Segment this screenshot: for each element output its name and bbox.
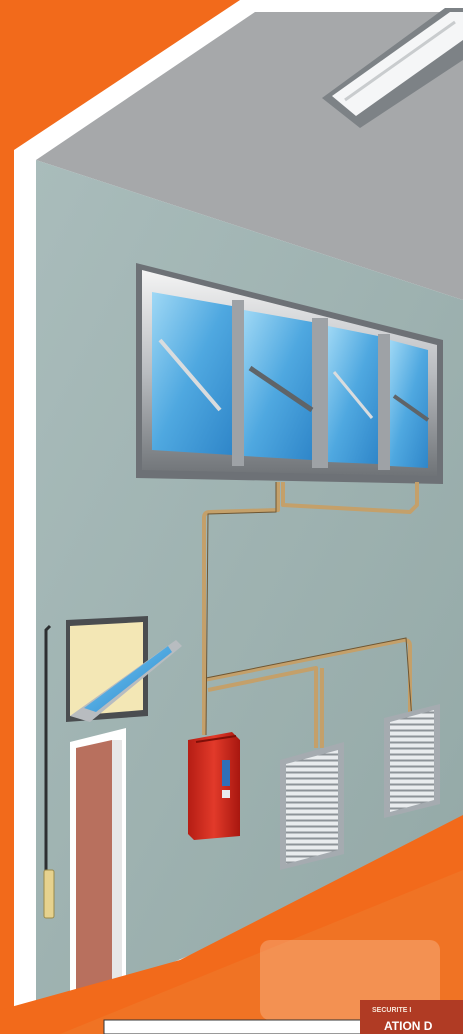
window-pane [390,340,428,468]
window-pane [152,292,232,455]
ventilation-grille-left [280,742,344,870]
smoke-control-cabinet [188,732,240,840]
ventilation-grille-right [384,704,440,818]
sign-text-line2: ATION D [384,1019,433,1033]
sign-text-line1: SECURITE I [372,1007,411,1014]
manual-pull-handle [44,870,54,918]
doorway [70,728,126,1004]
